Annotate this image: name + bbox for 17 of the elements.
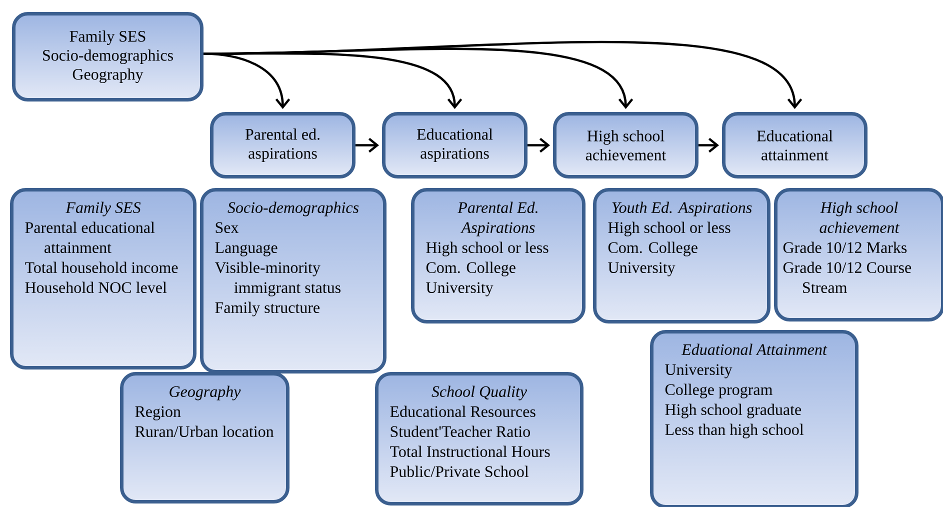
arrow — [528, 138, 550, 153]
variable-box: Youth Ed. Aspirations High school or less Com. College University — [593, 188, 770, 324]
variable-box: High school achievement Grade 10/12 Marks Grade 10/12 Course Stream — [774, 188, 943, 322]
process-box: Educational attainment — [722, 112, 868, 178]
variable-box: School Quality Educational Resources Student'Teacher Ratio Total Instructional Hours Public/Private School — [375, 372, 584, 506]
variable-box: Socio-demographics Sex Language Visible-minority immigrant status Family structure — [200, 188, 386, 374]
process-box: High school achievement — [553, 112, 698, 178]
process-box: Parental ed. aspirations — [210, 112, 356, 178]
arrow — [356, 138, 379, 153]
process-box: Family SES Socio-demographics Geography — [12, 12, 204, 102]
variable-box: Parental Ed. Aspirations High school or less Com. College University — [411, 188, 586, 324]
variable-box: Eduational Attainment University College program High school graduate Less than high school — [650, 330, 858, 507]
variable-box: Family SES Parental educational attainment Total household income Household NOC level — [10, 188, 196, 370]
process-box: Educational aspirations — [382, 112, 528, 178]
arrow — [698, 138, 719, 153]
arrow — [204, 40, 802, 109]
variable-box: Geography Region Ruran/Urban location — [120, 372, 290, 504]
